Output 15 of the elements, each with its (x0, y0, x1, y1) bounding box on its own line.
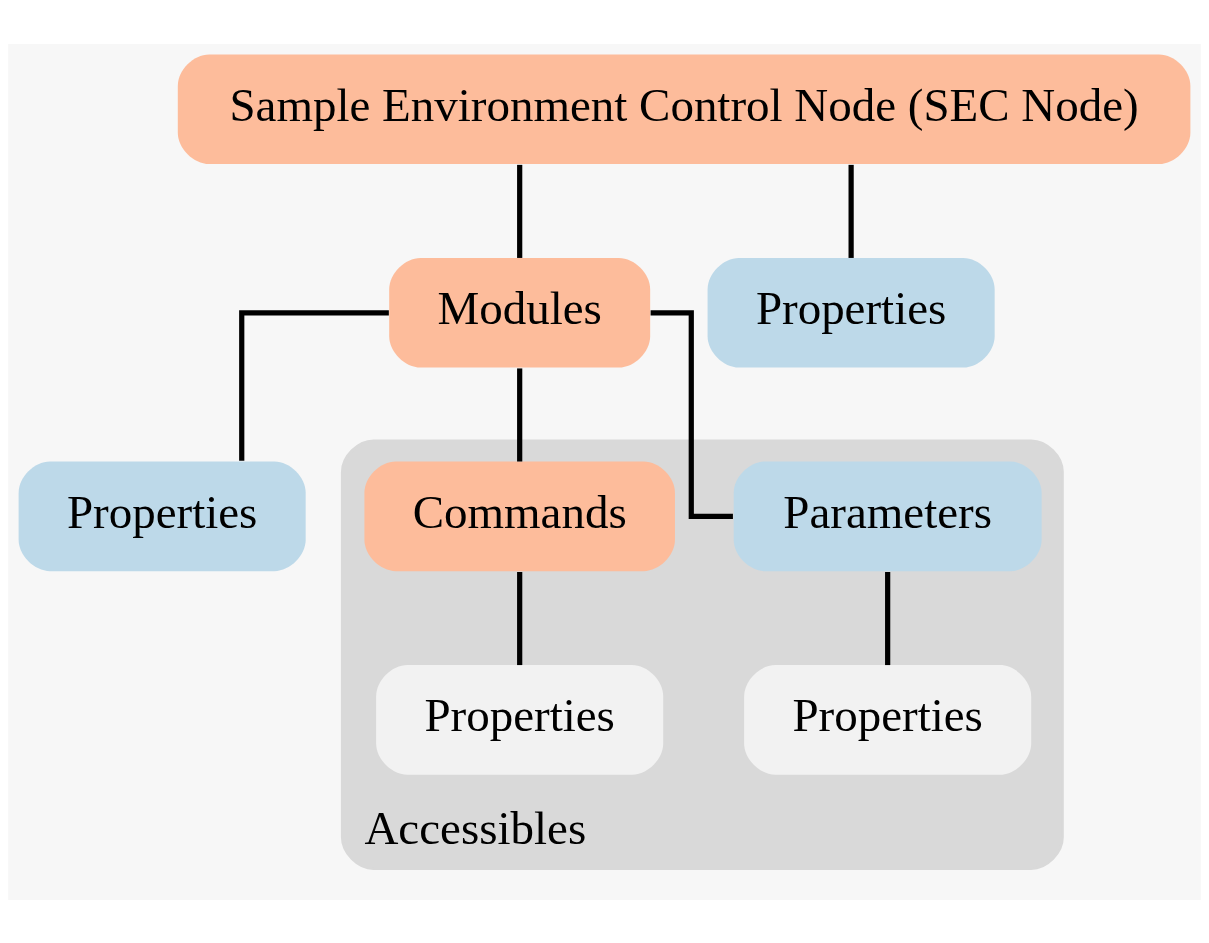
node-box: Sample Environment Control Node (SEC Node) (177, 53, 1191, 164)
connector (239, 309, 389, 461)
connector (517, 164, 523, 258)
connector (517, 571, 523, 665)
connector (848, 164, 854, 258)
connector (650, 309, 733, 519)
connector (885, 571, 891, 665)
node-box: Parameters (733, 461, 1042, 571)
node-box: Properties (707, 257, 995, 368)
node-box: Modules (389, 257, 651, 368)
node-box: Commands (364, 461, 675, 571)
node-box: Properties (744, 664, 1032, 775)
node-box: Properties (18, 461, 306, 571)
node-box: Properties (376, 664, 664, 775)
connector (517, 367, 523, 461)
